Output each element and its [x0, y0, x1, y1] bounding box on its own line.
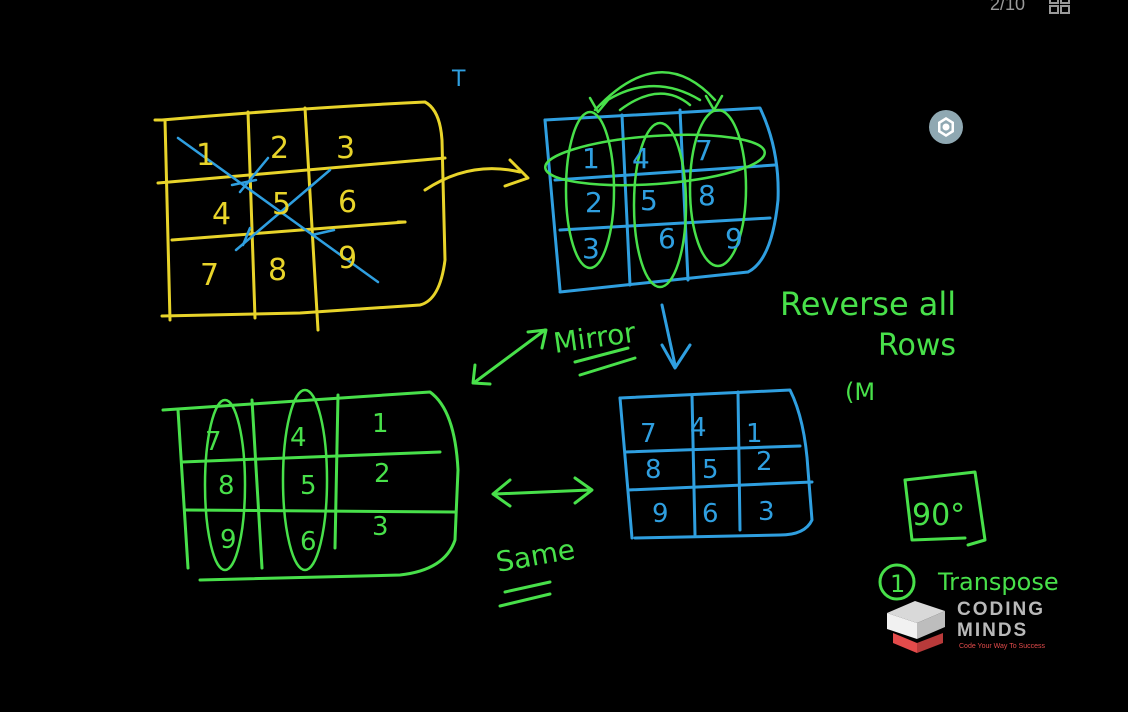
mirrored-cell-4: 4 — [290, 423, 307, 453]
rotated-cell-6: 6 — [702, 499, 719, 529]
transposed-cell-5: 5 — [640, 184, 658, 217]
rotated-cell-1: 1 — [746, 419, 763, 449]
original-matrix — [153, 100, 447, 332]
arrow-to-transposed — [423, 158, 530, 192]
original-cell-7: 7 — [200, 258, 219, 293]
mirrored-cell-3: 3 — [372, 512, 389, 542]
mirrored-cell-5: 5 — [300, 471, 317, 501]
settings-hexagon-button[interactable] — [927, 108, 965, 146]
arrow-to-rotated — [660, 303, 692, 370]
same-arrow — [491, 476, 594, 608]
mirrored-cell-2: 2 — [374, 459, 391, 489]
same-label: Same — [493, 533, 577, 579]
mirrored-matrix — [161, 390, 460, 582]
logo-stack-icon — [887, 601, 945, 653]
mirrored-cell-9: 9 — [220, 525, 237, 555]
transposed-cell-7: 7 — [695, 134, 713, 167]
step-circle — [878, 563, 916, 601]
reverse-all-label: Reverse all — [780, 285, 956, 323]
partial-note: (M — [845, 378, 875, 406]
mirrored-cell-8: 8 — [218, 471, 235, 501]
logo-tagline: Code Your Way To Success — [959, 643, 1045, 650]
coding-minds-logo: CODING MINDS Code Your Way To Success — [873, 593, 1063, 657]
original-cell-6: 6 — [338, 185, 357, 220]
rotated-cell-3: 3 — [758, 497, 775, 527]
original-cell-5: 5 — [272, 187, 291, 222]
original-cell-8: 8 — [268, 253, 287, 288]
original-cell-9: 9 — [338, 241, 357, 276]
rotated-cell-4: 4 — [690, 413, 707, 443]
transposed-cell-3: 3 — [582, 232, 600, 265]
transposed-cell-8: 8 — [698, 179, 716, 212]
transposed-cell-1: 1 — [582, 142, 600, 175]
logo-line1: CODING — [957, 599, 1045, 620]
transposed-cell-9: 9 — [725, 222, 743, 255]
transposed-highlights — [544, 71, 766, 289]
transpose-marker: T — [451, 67, 466, 92]
rotated-cell-7: 7 — [640, 419, 657, 449]
transposed-cell-4: 4 — [632, 142, 650, 175]
mirror-arrow — [471, 328, 637, 386]
grid-view-icon[interactable] — [1049, 0, 1071, 14]
mirror-label: Mirror — [551, 316, 638, 360]
logo-line2: MINDS — [957, 620, 1029, 641]
mirrored-highlights — [203, 388, 329, 572]
rotated-cell-5: 5 — [702, 455, 719, 485]
original-cell-3: 3 — [336, 131, 355, 166]
transposed-cell-2: 2 — [585, 186, 603, 219]
original-cell-2: 2 — [270, 131, 289, 166]
rotated-cell-9: 9 — [652, 499, 669, 529]
rotated-matrix — [618, 388, 814, 540]
degrees-box — [903, 470, 987, 547]
page-counter: 2/10 — [990, 0, 1026, 14]
original-cell-4: 4 — [212, 197, 231, 232]
degrees-label: 90° — [912, 498, 965, 533]
transpose-label: Transpose — [937, 568, 1059, 596]
mirrored-cell-6: 6 — [300, 527, 317, 557]
step-number: 1 — [890, 570, 905, 598]
rotated-cell-8: 8 — [645, 455, 662, 485]
original-diagonal — [176, 136, 380, 284]
hexagon-gear-icon — [929, 110, 963, 144]
mirrored-cell-1: 1 — [372, 409, 389, 439]
transposed-matrix — [543, 106, 780, 294]
rotated-cell-2: 2 — [756, 447, 773, 477]
mirrored-cell-7: 7 — [205, 427, 222, 457]
transposed-cell-6: 6 — [658, 222, 676, 255]
rows-label: Rows — [878, 328, 956, 363]
original-cell-1: 1 — [196, 138, 215, 173]
